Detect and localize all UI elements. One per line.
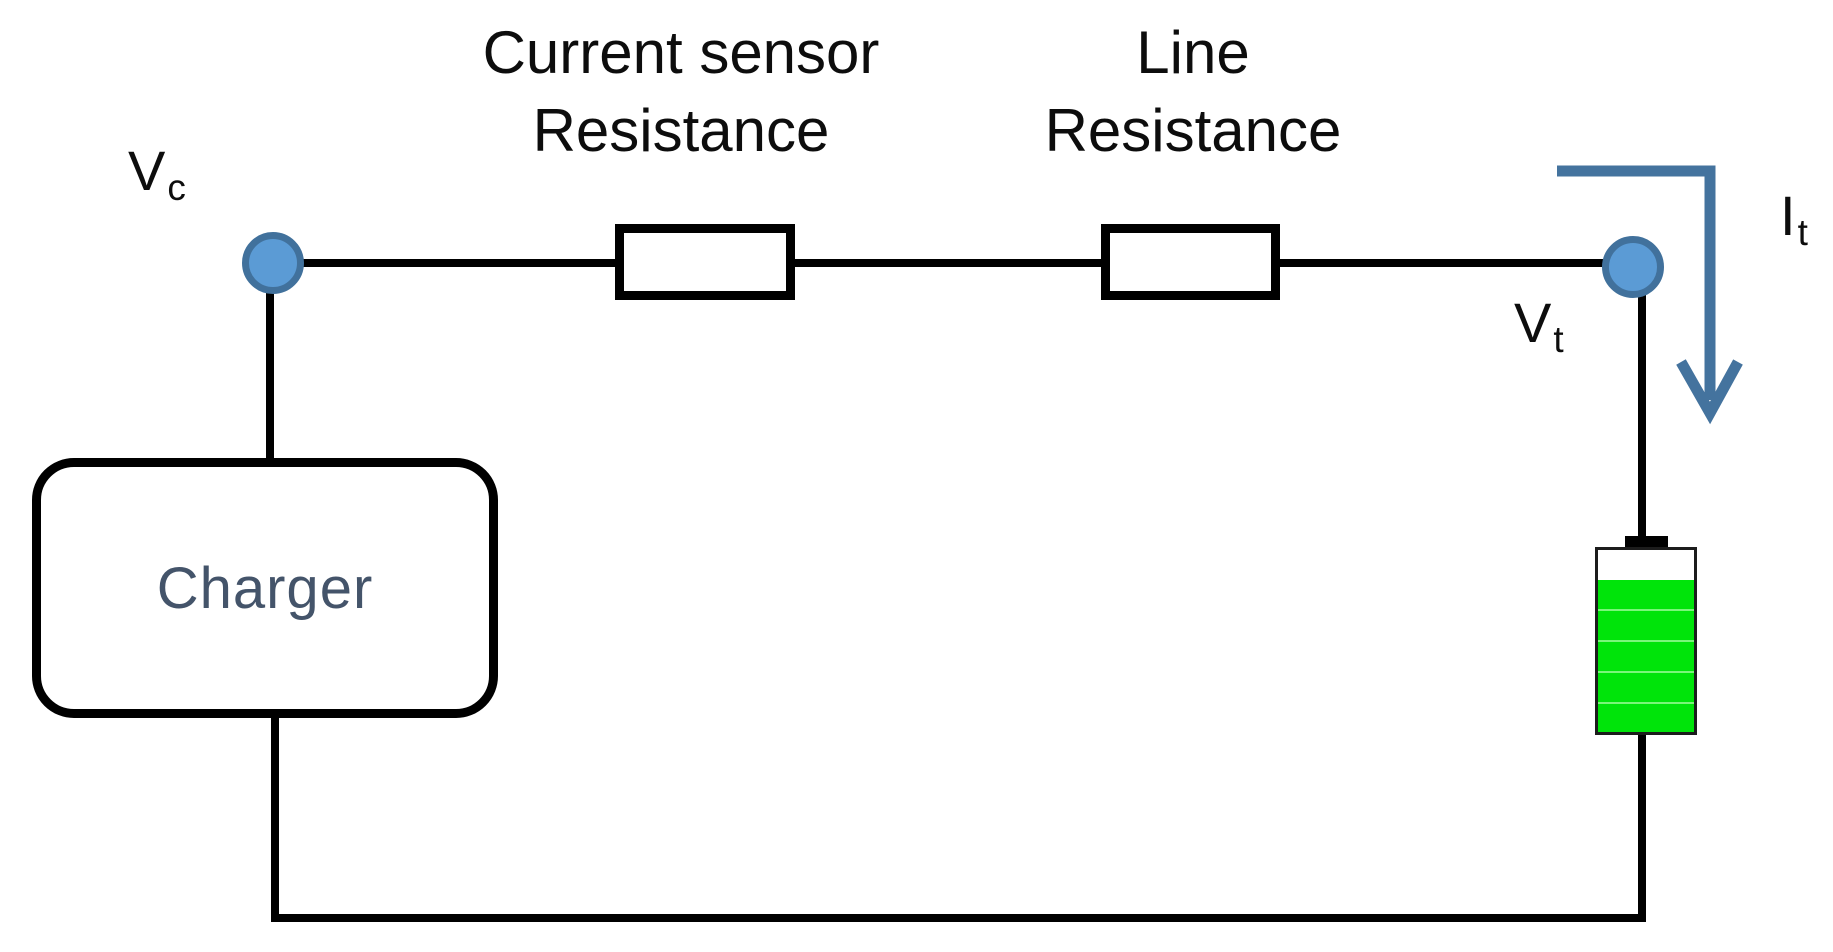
current-sensor-resistor [615, 224, 795, 300]
terminal-current-label: It [1780, 183, 1808, 254]
bottom-return-wire [271, 914, 1646, 922]
line-resistance-label-line1: Line [1136, 19, 1250, 86]
battery-charge-level [1598, 580, 1694, 732]
line-resistance-label: Line Resistance [943, 14, 1443, 170]
current-sensor-resistance-label-line2: Resistance [532, 97, 830, 164]
charger-box: Charger [32, 458, 498, 718]
battery-terminal [1625, 536, 1668, 549]
terminal-current-symbol: I [1780, 184, 1796, 247]
charger-voltage-node [242, 232, 304, 294]
terminal-voltage-symbol: V [1514, 291, 1552, 354]
node-to-battery-wire [1638, 292, 1646, 540]
line-resistance-label-line2: Resistance [1044, 97, 1342, 164]
battery [1595, 547, 1697, 735]
terminal-voltage-subscript: t [1553, 319, 1564, 361]
top-wire [273, 259, 1635, 267]
charger-label: Charger [156, 555, 374, 621]
terminal-voltage-node [1602, 236, 1664, 298]
charger-return-wire [271, 712, 279, 922]
charger-to-node-wire [266, 263, 274, 463]
current-sensor-resistance-label: Current sensor Resistance [431, 14, 931, 170]
terminal-voltage-label: Vt [1514, 290, 1564, 361]
charger-voltage-subscript: c [167, 167, 186, 209]
line-resistor [1101, 224, 1280, 300]
charger-voltage-label: Vc [128, 138, 186, 209]
terminal-current-subscript: t [1797, 212, 1808, 254]
charger-voltage-symbol: V [128, 139, 166, 202]
current-sensor-resistance-label-line1: Current sensor [482, 19, 880, 86]
battery-return-wire [1638, 732, 1646, 918]
